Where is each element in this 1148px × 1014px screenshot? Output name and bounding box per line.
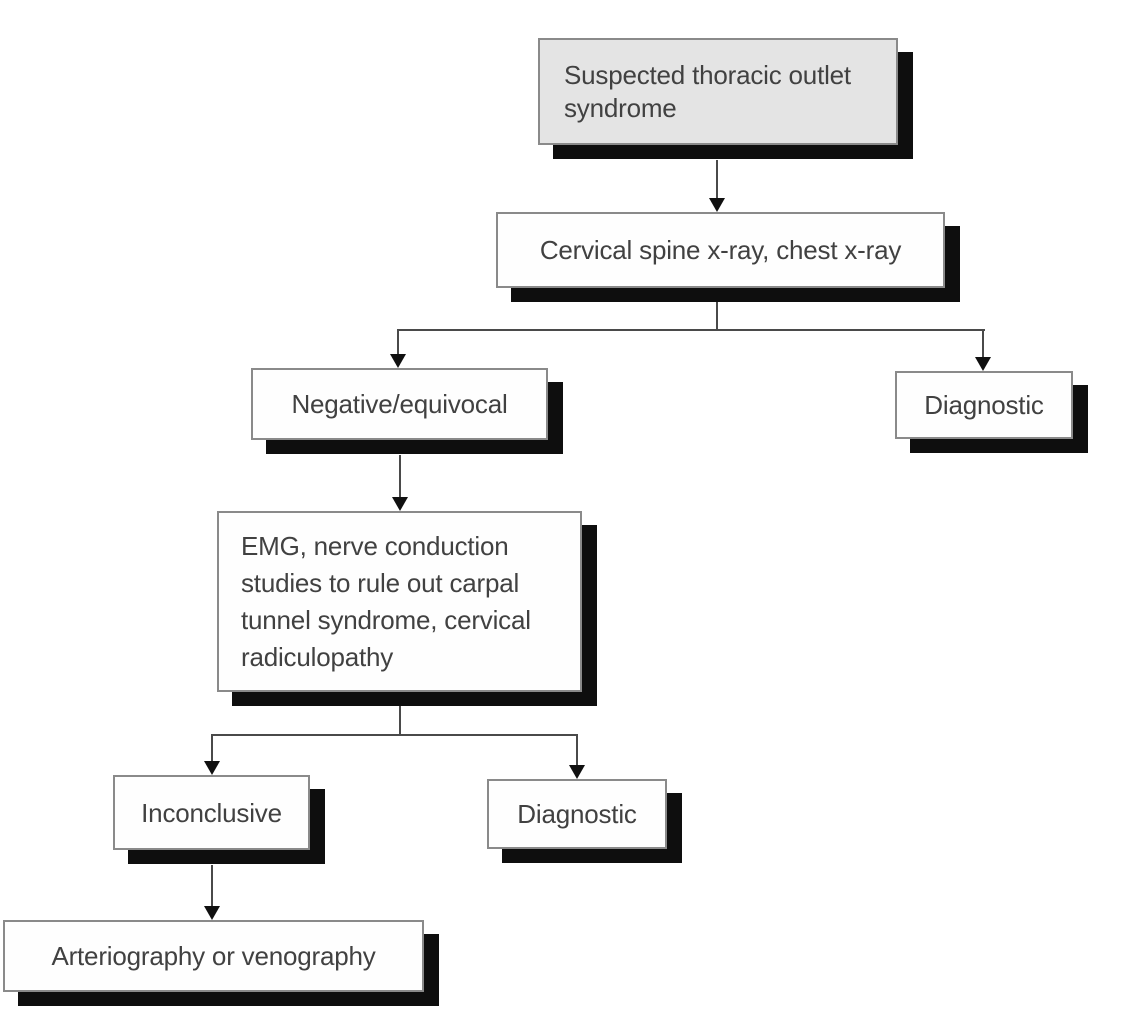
node-inconclusive: Inconclusive [113, 775, 310, 850]
node-label: Diagnostic [924, 390, 1044, 420]
arrowhead-down-icon [975, 357, 991, 371]
arrowhead-down-icon [390, 354, 406, 368]
arrowhead-down-icon [392, 497, 408, 511]
edge-xray-branch-horizontal-line [397, 329, 985, 331]
edge-inconclusive-arteriography-line [211, 865, 213, 907]
node-diagnostic-imaging: Diagnostic [895, 371, 1073, 439]
node-label: Cervical spine x-ray, chest x-ray [539, 235, 902, 265]
edge-xray-branch-trunk-line [716, 288, 718, 330]
node-label: EMG, nerve conduction studies to rule ou… [241, 530, 531, 672]
node-cervical-spine-xray: Cervical spine x-ray, chest x-ray [496, 212, 945, 288]
node-label: Suspected thoracic outlet syndrome [564, 59, 851, 123]
edge-emg-branch-horizontal-line [211, 734, 578, 736]
arrowhead-down-icon [204, 906, 220, 920]
node-arteriography-venography: Arteriography or venography [3, 920, 424, 992]
node-negative-equivocal: Negative/equivocal [251, 368, 548, 440]
node-emg-nerve-conduction: EMG, nerve conduction studies to rule ou… [217, 511, 582, 692]
node-label: Inconclusive [141, 797, 282, 828]
edge-negative-emg-line [399, 455, 401, 498]
edge-emg-diagnostic-line [576, 735, 578, 766]
arrowhead-down-icon [569, 765, 585, 779]
node-diagnostic-emg: Diagnostic [487, 779, 667, 849]
arrowhead-down-icon [204, 761, 220, 775]
edge-emg-branch-trunk-line [399, 692, 401, 735]
arrowhead-down-icon [709, 198, 725, 212]
edge-xray-negative-line [397, 330, 399, 356]
node-label: Negative/equivocal [291, 389, 508, 419]
node-suspected-thoracic-outlet-syndrome: Suspected thoracic outlet syndrome [538, 38, 898, 145]
edge-emg-inconclusive-line [211, 735, 213, 762]
node-label: Arteriography or venography [51, 941, 376, 971]
edge-suspected-xray-line [716, 160, 718, 200]
node-label: Diagnostic [517, 799, 637, 829]
edge-xray-diagnostic-line [982, 330, 984, 358]
